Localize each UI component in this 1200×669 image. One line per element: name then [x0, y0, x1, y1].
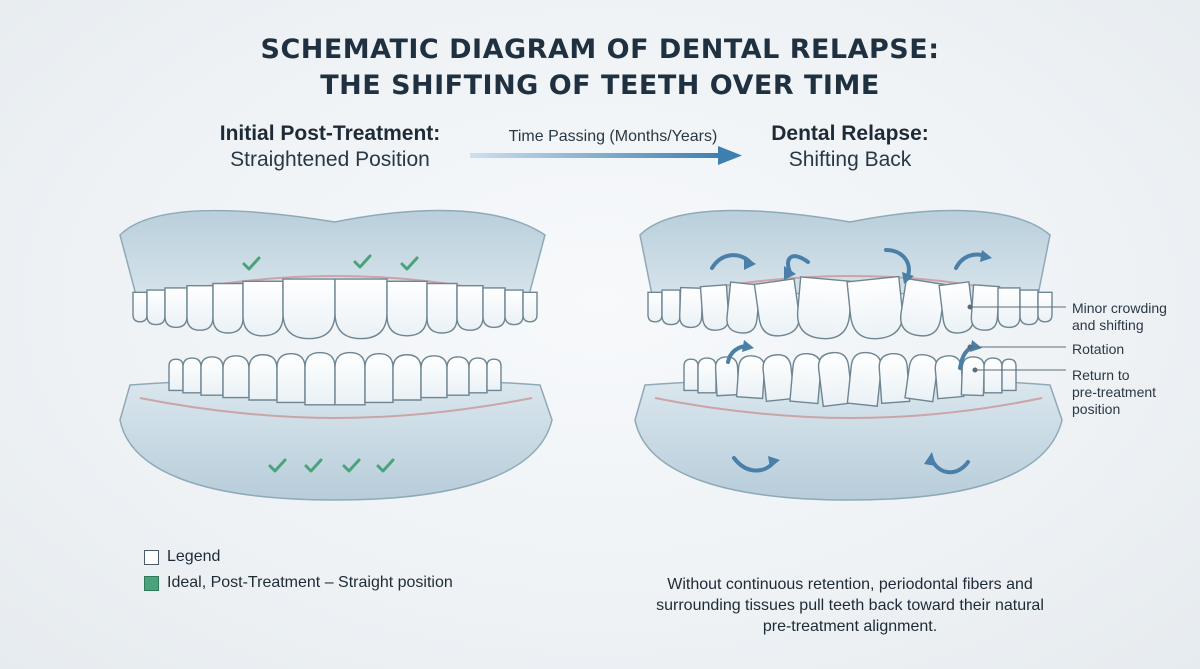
relapse-caption: Without continuous retention, periodonta… [656, 576, 1044, 635]
right-lower-teeth [683, 351, 1017, 408]
tooth [789, 352, 822, 405]
annotation-line: Minor crowding [1072, 300, 1167, 316]
legend-green-swatch [144, 575, 159, 591]
tooth [661, 289, 681, 326]
check-icon [242, 254, 419, 473]
tooth [276, 352, 306, 404]
diagram-title-line-2: THE SHIFTING OF TEETH OVER TIME [320, 70, 880, 101]
tooth [446, 356, 470, 396]
annotation-rotation: Rotation [1072, 341, 1125, 357]
tooth [222, 355, 250, 399]
annotation-line: pre-treatment [1072, 384, 1157, 400]
tooth [1001, 358, 1017, 392]
legend-title-text: Legend [167, 548, 221, 565]
tooth [817, 351, 854, 408]
tooth [846, 275, 904, 340]
tooth [468, 357, 488, 394]
right-jaw-relapse [634, 209, 1066, 501]
tooth [504, 289, 524, 326]
annotation-return-position: Return to pre-treatment position [1072, 367, 1156, 418]
tooth [248, 354, 278, 401]
tooth [846, 351, 882, 407]
tooth [683, 358, 699, 392]
tooth [186, 285, 214, 331]
tooth [699, 284, 730, 331]
annotation-minor-crowding: Minor crowding and shifting [1072, 300, 1167, 334]
tooth [970, 284, 1001, 331]
tooth [200, 356, 224, 396]
legend-empty-swatch [144, 549, 159, 565]
tooth [714, 356, 740, 397]
tooth [426, 282, 458, 334]
tooth [334, 351, 366, 406]
legend-title: Legend [144, 548, 220, 566]
tooth [456, 285, 484, 331]
tooth [899, 277, 947, 337]
tooth [983, 357, 1003, 394]
tooth [486, 358, 502, 392]
tooth [304, 351, 336, 406]
tooth [697, 357, 717, 394]
legend-item-text: Ideal, Post-Treatment – Straight positio… [167, 574, 453, 591]
annotation-line: position [1072, 401, 1121, 417]
tooth [182, 357, 202, 394]
diagram-title-line-1: SCHEMATIC DIAGRAM OF DENTAL RELAPSE: [260, 34, 940, 65]
tooth [168, 358, 184, 392]
tooth [522, 291, 538, 323]
right-panel-title: Dental Relapse: [771, 122, 929, 145]
annotation-line: Return to [1072, 367, 1130, 383]
left-panel-title: Initial Post-Treatment: [219, 122, 441, 145]
right-panel-subtitle: Shifting Back [788, 148, 912, 171]
tooth [762, 354, 796, 403]
tooth [212, 282, 244, 334]
tooth [282, 278, 336, 340]
left-upper-teeth [132, 278, 538, 340]
tooth [364, 352, 394, 404]
tooth [334, 278, 388, 340]
tooth [146, 289, 166, 326]
left-panel-subtitle: Straightened Position [230, 148, 430, 171]
tooth [420, 355, 448, 399]
time-passing-label: Time Passing (Months/Years) [508, 128, 718, 145]
right-upper-teeth [647, 275, 1053, 340]
tooth [997, 287, 1021, 329]
left-jaw-straight [119, 209, 553, 501]
arrow-head-icon [742, 250, 992, 468]
tooth [934, 355, 965, 400]
tooth [386, 280, 428, 337]
time-arrow-icon [470, 146, 742, 165]
tooth [796, 276, 854, 340]
tooth [132, 291, 148, 323]
tooth [904, 354, 939, 403]
legend-item: Ideal, Post-Treatment – Straight positio… [144, 574, 453, 592]
tooth [753, 277, 800, 337]
tooth [647, 291, 663, 323]
tooth [679, 286, 704, 329]
tooth [392, 354, 422, 401]
left-lower-teeth [168, 351, 502, 406]
tooth [960, 356, 985, 397]
tooth [482, 287, 506, 329]
tooth [735, 355, 766, 400]
tooth [878, 352, 911, 405]
tooth [164, 287, 188, 329]
tooth [726, 281, 762, 334]
annotation-leader-lines [967, 304, 1066, 373]
tooth [242, 280, 284, 337]
annotation-line: and shifting [1072, 317, 1144, 333]
